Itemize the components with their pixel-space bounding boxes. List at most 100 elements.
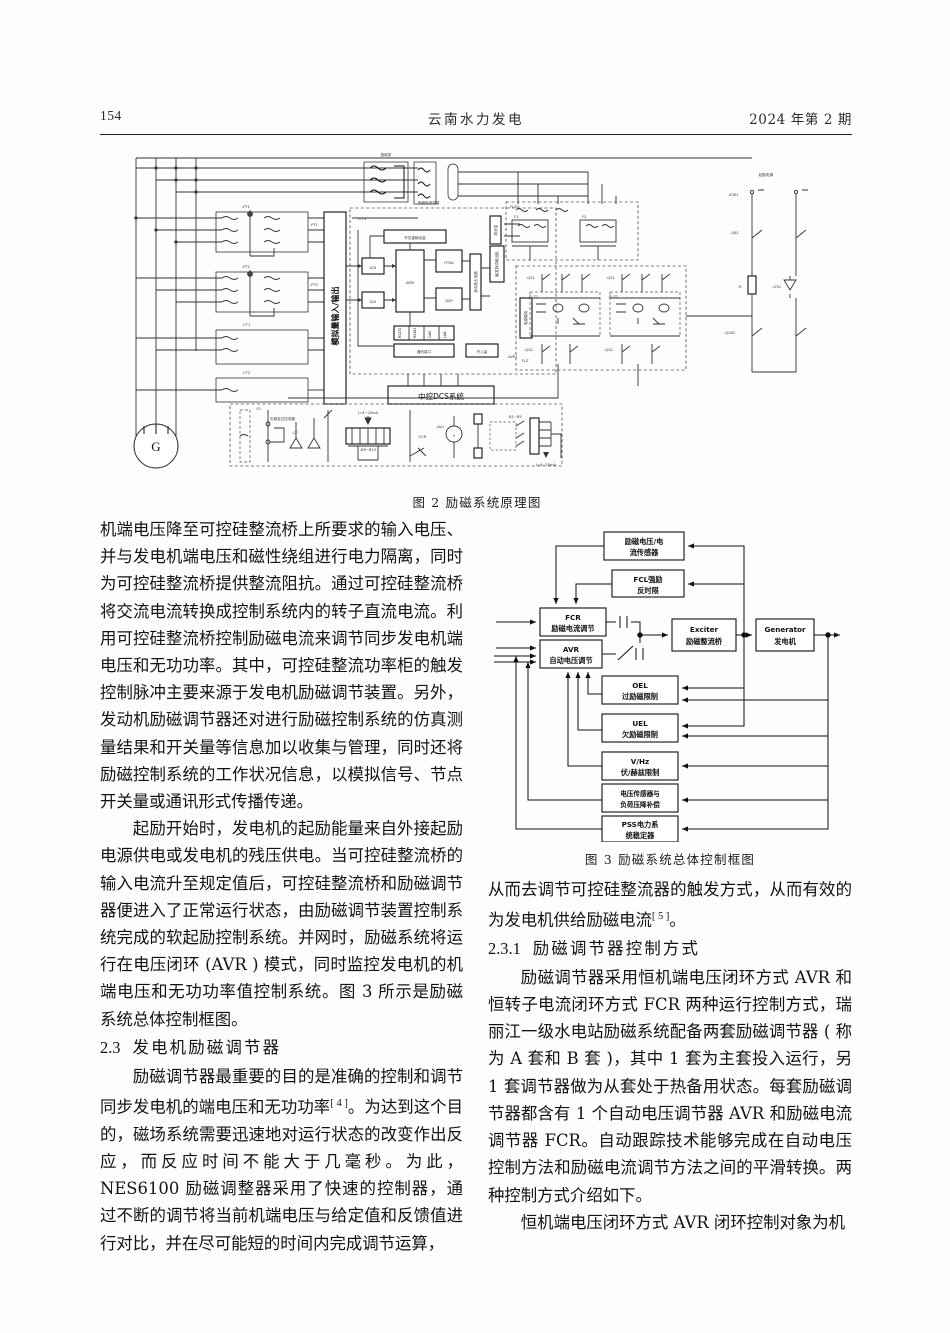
label-arm: ARM [406,281,414,285]
fig3-exciter-line2: 励磁整流桥 [686,637,723,646]
section-title-2-3: 发电机励磁调节器 [132,1037,282,1057]
label-comm-port: 通讯接口 [417,349,432,354]
paragraph-1: 机端电压降至可控硅整流桥上所要求的输入电压、并与发电机端电压和磁性绕组进行电力隔… [100,520,463,812]
label-ct3: -CT3 [358,217,366,221]
label-fpga: FPGA [444,261,454,265]
label-trigger-board: 触发脉冲输出板 [494,251,499,277]
paragraph-3-after-ref: 。为达到这个目的，磁场系统需要迅速地对运行状态的改变作出反应，而反应时间不能大于… [100,1097,464,1253]
paragraph-3: 励磁调节器最重要的目的是准确的控制和调节同步发电机的端电压和无功功率[ 4 ]。… [100,1063,463,1257]
label-start-power: 起励电源 [759,172,774,177]
figure-2-caption: 图 2 励磁系统原理图 [412,495,542,510]
fig3-sensor-line2: 流传感器 [630,548,660,557]
fig3-generator-line1: Generator [764,625,806,634]
fig3-generator-line2: 发电机 [773,637,796,646]
label-excitation-transformer: 励磁变 [381,152,392,157]
label-digital-input: 开入量 [477,349,488,354]
label-excitation-current-measure: 励磁电流测量 [418,200,440,205]
label-pt1-module: -PT1 [310,223,318,227]
citation-ref-4: [ 4 ] [330,1098,348,1110]
label-generator-symbol: G [151,439,160,454]
label-switch-output: 开关量输出量 [404,235,426,240]
label-pt-input: 同步变 [493,224,498,235]
section-title-2-3-1: 励磁调节器控制方式 [532,938,701,958]
label-pt1: -PT1 [242,205,250,209]
label-pt2: -PT2 [242,265,250,269]
header-rule [100,134,852,136]
label-qs2-a: -QS2 [524,348,533,352]
section-number-2-3: 2.3 [100,1037,121,1057]
label-current-loop-out: I=4~20mA [536,463,556,467]
fig3-uel-line1: UEL [632,719,648,728]
fig3-pss-line2: 统稳定器 [626,831,656,840]
paragraph-6: 恒机端电压闭环方式 AVR 闭环控制对象为机 [520,1212,846,1232]
label-can: CAN [428,331,432,338]
journal-title: 云南水力发电 [428,112,524,128]
paragraph-2: 起励开始时，发电机的起励能量来自外接起励电源供电或发电机的残压供电。当可控硅整流… [100,819,463,1029]
fig3-oel-line1: OEL [632,681,648,690]
paragraph-5: 励磁调节器采用恒机端电压闭环方式 AVR 和恒转子电流闭环方式 FCR 两种运行… [488,967,852,1205]
fig3-vsensor-line2: 负荷压降补偿 [620,800,660,809]
label-dsp: DSP [445,299,453,303]
label-qs2-b: -QS2 [604,348,613,352]
label-rs485: RS485 [413,328,417,338]
paragraph-3-before-ref: 励磁调节器最重要的目的是准确的控制和调节同步发电机的端电压和无功功率 [100,1066,463,1117]
label-avr1: AVR1 [508,355,517,359]
label-b9-b10: -B9~B10 [360,448,377,452]
label-g30: -G30 [772,285,781,289]
label-fcr-element: -FCR [418,435,427,439]
label-f1: F1 [514,215,518,219]
fig3-fcl-line2: 反时限 [637,586,659,595]
fig3-oel-line2: 过励磁限制 [622,692,658,701]
fig3-uel-line2: 欠励磁限制 [622,730,658,739]
label-flz1: -FLZ1 [528,295,538,299]
paragraph-4: 从而去调节可控硅整流器的触发方式，从而有效的为发电机供给励磁电流[ 5 ]。 [488,876,852,934]
label-pulse-amp: 脉冲放大电路 [473,271,478,293]
label-av1: -AV1 [436,425,444,429]
fig3-sensor-line1: 励磁电压/电 [625,537,664,546]
fig3-exciter-line1: Exciter [690,625,719,634]
fig3-avr-line2: 自动电压调节 [549,656,592,665]
label-q61: -Q61 [730,231,739,235]
label-ct1: -CT1 [242,323,250,327]
citation-ref-5: [ 5 ] [651,911,670,923]
section-heading-2-3: 2.3 发电机励磁调节器 [100,1033,463,1063]
fig3-pss-line1: PSS电力系 [622,820,659,829]
label-dcs-system: 中控DCS系统 [418,391,464,401]
label-da: D/A [370,300,377,304]
fig3-fcl-line1: FCL强励 [633,575,662,584]
label-flz2: -FLZ2 [608,295,618,299]
figure-3-block-diagram: 励磁电压/电 流传感器 FCL强励 反时限 FCR 励磁电流调节 AVR 自动电… [488,524,852,842]
label-cf: -CF [292,431,298,435]
label-fl-cabinet: -FL [256,407,261,411]
label-r: -R [738,285,742,289]
label-current-loop-in: I=4~20mA [358,411,378,415]
figure-2-schematic: 励磁变 -PT1 [118,146,836,481]
label-q28c: -Q28C [724,331,736,335]
fig3-vhz-line2: 伏/赫兹限制 [620,768,660,777]
section-number-2-3-1: 2.3.1 [488,938,521,958]
fig3-vsensor-line1: 电压传感器与 [620,789,660,798]
label-qs1-b: -QS1 [606,276,615,280]
issue-label: 2024 年第 2 期 [749,112,852,128]
label-de-excitation-circuit: 灭磁及过压电路 [270,416,296,421]
label-ad: A/D [370,266,377,270]
label-power-module: 电源模块 [523,310,528,325]
paragraph-4-after-ref: 。 [669,910,686,930]
running-head: 154 云南水力发电 2024 年第 2 期 [100,108,852,132]
paragraph-4-before-ref: 从而去调节可控硅整流器的触发方式，从而有效的为发电机供给励磁电流 [488,880,852,930]
right-text-column: 从而去调节可控硅整流器的触发方式，从而有效的为发电机供给励磁电流[ 5 ]。 2… [488,876,852,1236]
page-number: 154 [100,108,122,123]
left-text-column: 机端电压降至可控硅整流桥上所要求的输入电压、并与发电机端电压和磁性绕组进行电力隔… [100,516,463,1257]
label-rectifier-cabinet: FLZ0 [510,205,520,209]
label-f2: F2 [582,215,586,219]
label-qs1-a: -QS1 [526,276,535,280]
label-rs232: RS232 [398,328,402,338]
label-lan: LAN [443,331,447,338]
label-analog-io-module: 模拟量输入/输出 [330,287,340,346]
label-pt2-module: -PT2 [310,283,318,287]
section-heading-2-3-1: 2.3.1 励磁调节器控制方式 [488,934,852,964]
label-b1-b5: -B1~B5 [508,415,522,419]
fig3-vhz-line1: V/Hz [631,757,649,766]
fig3-fcr-line1: FCR [565,613,581,622]
